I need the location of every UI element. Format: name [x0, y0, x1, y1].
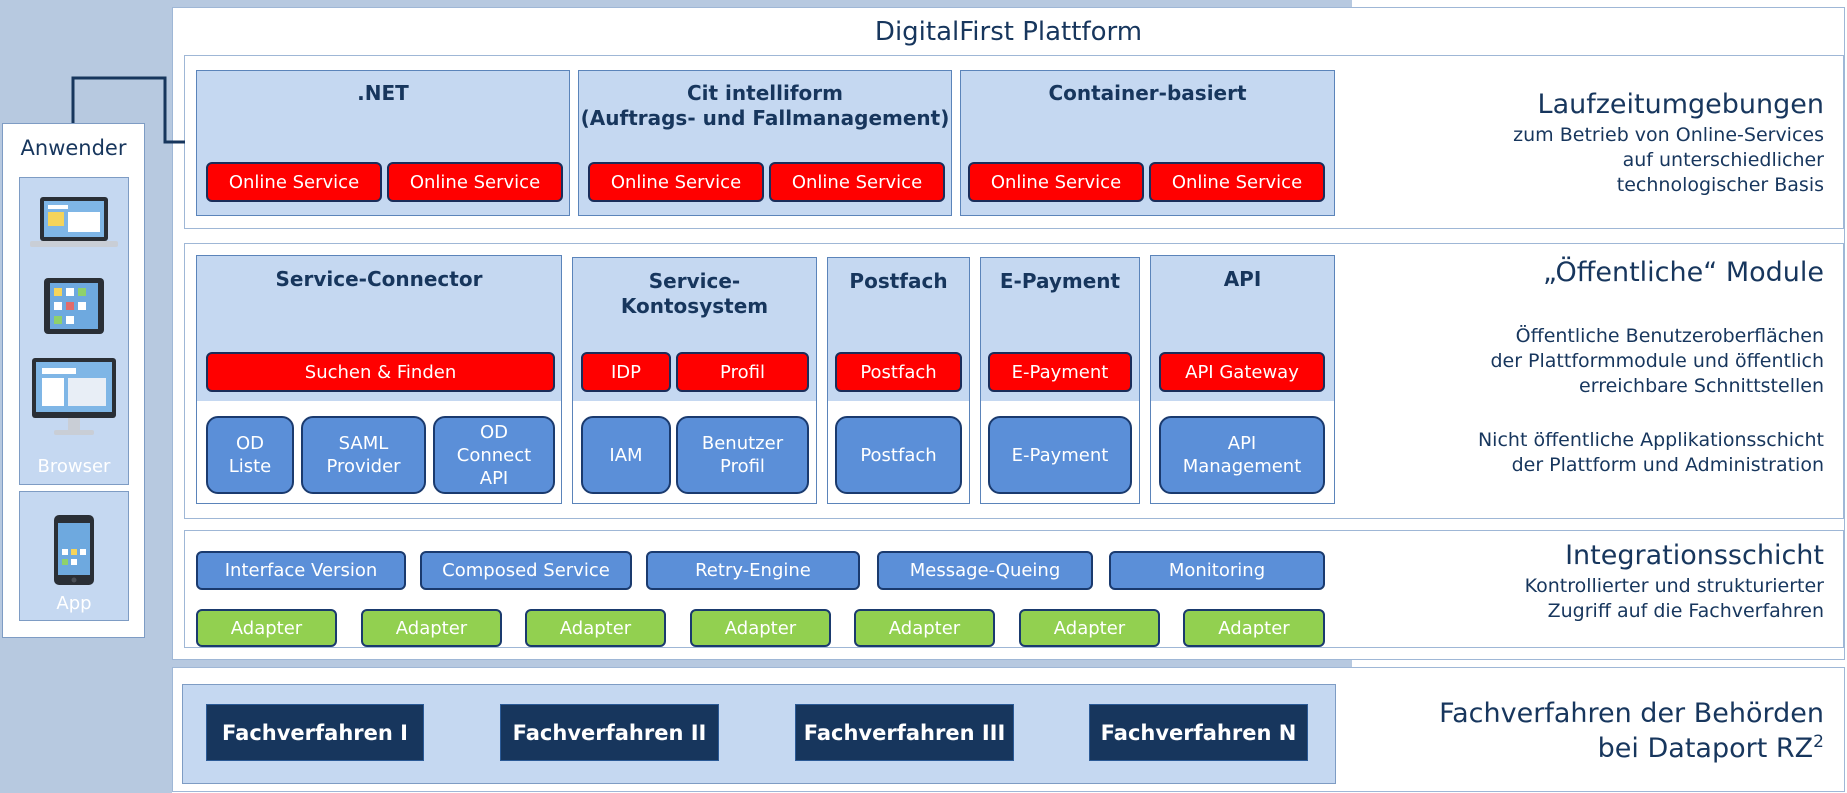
modules-public-description: Öffentliche Benutzeroberflächen der Plat…: [1490, 325, 1824, 397]
internal-component-box: IAM: [581, 416, 671, 494]
adapter-box: Adapter: [525, 609, 666, 647]
integration-service-bar: Interface Version: [196, 551, 406, 590]
laptop-icon: [30, 197, 118, 247]
integration-description: Kontrollierter und strukturierter Zugrif…: [1524, 575, 1824, 622]
public-interface-box: Postfach: [835, 352, 962, 392]
online-service-box: Online Service: [1149, 162, 1325, 202]
adapter-box: Adapter: [1183, 609, 1325, 647]
backend-heading-superscript: 2: [1813, 732, 1824, 752]
runtime-description: zum Betrieb von Online-Services auf unte…: [1513, 124, 1824, 196]
app-label: App: [56, 593, 92, 614]
modules-heading: „Öffentliche“ Module: [1543, 257, 1824, 288]
public-interface-box: API Gateway: [1159, 352, 1325, 392]
adapter-box: Adapter: [690, 609, 831, 647]
browser-label: Browser: [37, 456, 111, 477]
internal-component-box: OD Connect API: [433, 416, 555, 494]
backend-heading-line1: Fachverfahren der Behörden: [1439, 698, 1824, 729]
background-mid-band: [172, 658, 1352, 668]
public-interface-box: IDP: [581, 352, 671, 392]
online-service-box: Online Service: [387, 162, 563, 202]
adapter-box: Adapter: [196, 609, 337, 647]
public-interface-box: Profil: [676, 352, 809, 392]
user-title: Anwender: [20, 136, 127, 160]
integration-service-bar: Message-Queing: [877, 551, 1093, 590]
online-service-box: Online Service: [769, 162, 945, 202]
internal-component-box: OD Liste: [206, 416, 294, 494]
runtime-heading: Laufzeitumgebungen: [1537, 89, 1824, 120]
tablet-icon: [44, 278, 104, 334]
internal-component-box: Postfach: [835, 416, 962, 494]
integration-service-bar: Monitoring: [1109, 551, 1325, 590]
runtime-group-title: .NET: [357, 81, 409, 105]
public-interface-box: Suchen & Finden: [206, 352, 555, 392]
background-top-band: [172, 0, 1352, 8]
adapter-box: Adapter: [1019, 609, 1160, 647]
runtime-group-title: Cit intelliform (Auftrags- und Fallmanag…: [580, 81, 950, 130]
internal-component-box: E-Payment: [988, 416, 1132, 494]
fachverfahren-box: Fachverfahren I: [206, 704, 424, 761]
module-title: Postfach: [849, 269, 948, 293]
online-service-box: Online Service: [968, 162, 1144, 202]
monitor-icon: [32, 358, 116, 435]
user-connector-line: [71, 76, 185, 144]
fachverfahren-box: Fachverfahren N: [1089, 704, 1308, 761]
backend-heading-line2: bei Dataport RZ2: [1380, 732, 1824, 764]
online-service-box: Online Service: [588, 162, 764, 202]
online-service-box: Online Service: [206, 162, 382, 202]
adapter-box: Adapter: [854, 609, 995, 647]
platform-title: DigitalFirst Plattform: [874, 17, 1143, 47]
internal-component-box: API Management: [1159, 416, 1325, 494]
module-title: E-Payment: [999, 269, 1121, 293]
smartphone-icon: [54, 515, 94, 585]
fachverfahren-box: Fachverfahren II: [500, 704, 719, 761]
internal-component-box: Benutzer Profil: [676, 416, 809, 494]
module-title: Service-Connector: [275, 267, 483, 291]
module-title: API: [1223, 267, 1262, 291]
runtime-group-title: Container-basiert: [1048, 81, 1247, 105]
public-interface-box: E-Payment: [988, 352, 1132, 392]
adapter-box: Adapter: [361, 609, 502, 647]
integration-heading: Integrationsschicht: [1565, 540, 1824, 571]
fachverfahren-box: Fachverfahren III: [795, 704, 1014, 761]
backend-heading-text: bei Dataport RZ: [1597, 733, 1814, 764]
modules-internal-description: Nicht öffentliche Applikationsschicht de…: [1477, 429, 1824, 476]
integration-service-bar: Composed Service: [420, 551, 632, 590]
internal-component-box: SAML Provider: [301, 416, 426, 494]
module-title: Service- Kontosystem: [620, 269, 769, 318]
integration-service-bar: Retry-Engine: [646, 551, 860, 590]
